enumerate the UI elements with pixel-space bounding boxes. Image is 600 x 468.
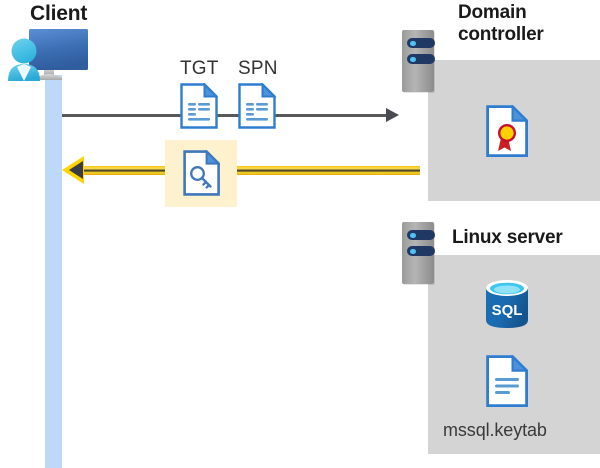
rack-led-bar: [407, 38, 435, 48]
linux-server-title: Linux server: [452, 227, 563, 248]
text-document-icon: [180, 83, 218, 129]
rack-led-bar: [407, 246, 435, 256]
sql-icon-label: SQL: [492, 302, 523, 319]
server-rack-icon: [402, 222, 435, 284]
client-lifeline-bar: [45, 75, 62, 468]
certificate-document-icon: [486, 105, 528, 157]
request-arrowhead-icon: [386, 108, 399, 122]
rack-led-bar: [407, 230, 435, 240]
text-document-icon: [238, 83, 276, 129]
response-arrowhead-icon: [62, 156, 84, 184]
tgt-label: TGT: [180, 58, 219, 79]
keytab-file-caption: mssql.keytab: [443, 420, 547, 440]
desktop-monitor-user-icon: [6, 24, 92, 96]
spn-label: SPN: [238, 58, 278, 79]
client-title: Client: [30, 2, 88, 25]
server-rack-icon: [402, 30, 435, 92]
domain-controller-title: Domain controller: [458, 2, 544, 46]
keytab-document-icon: [486, 355, 528, 407]
rack-led-bar: [407, 54, 435, 64]
key-document-icon: [183, 150, 220, 196]
response-connector-line: [80, 166, 420, 175]
request-connector-line: [62, 114, 387, 117]
sql-database-icon: SQL: [483, 278, 531, 330]
